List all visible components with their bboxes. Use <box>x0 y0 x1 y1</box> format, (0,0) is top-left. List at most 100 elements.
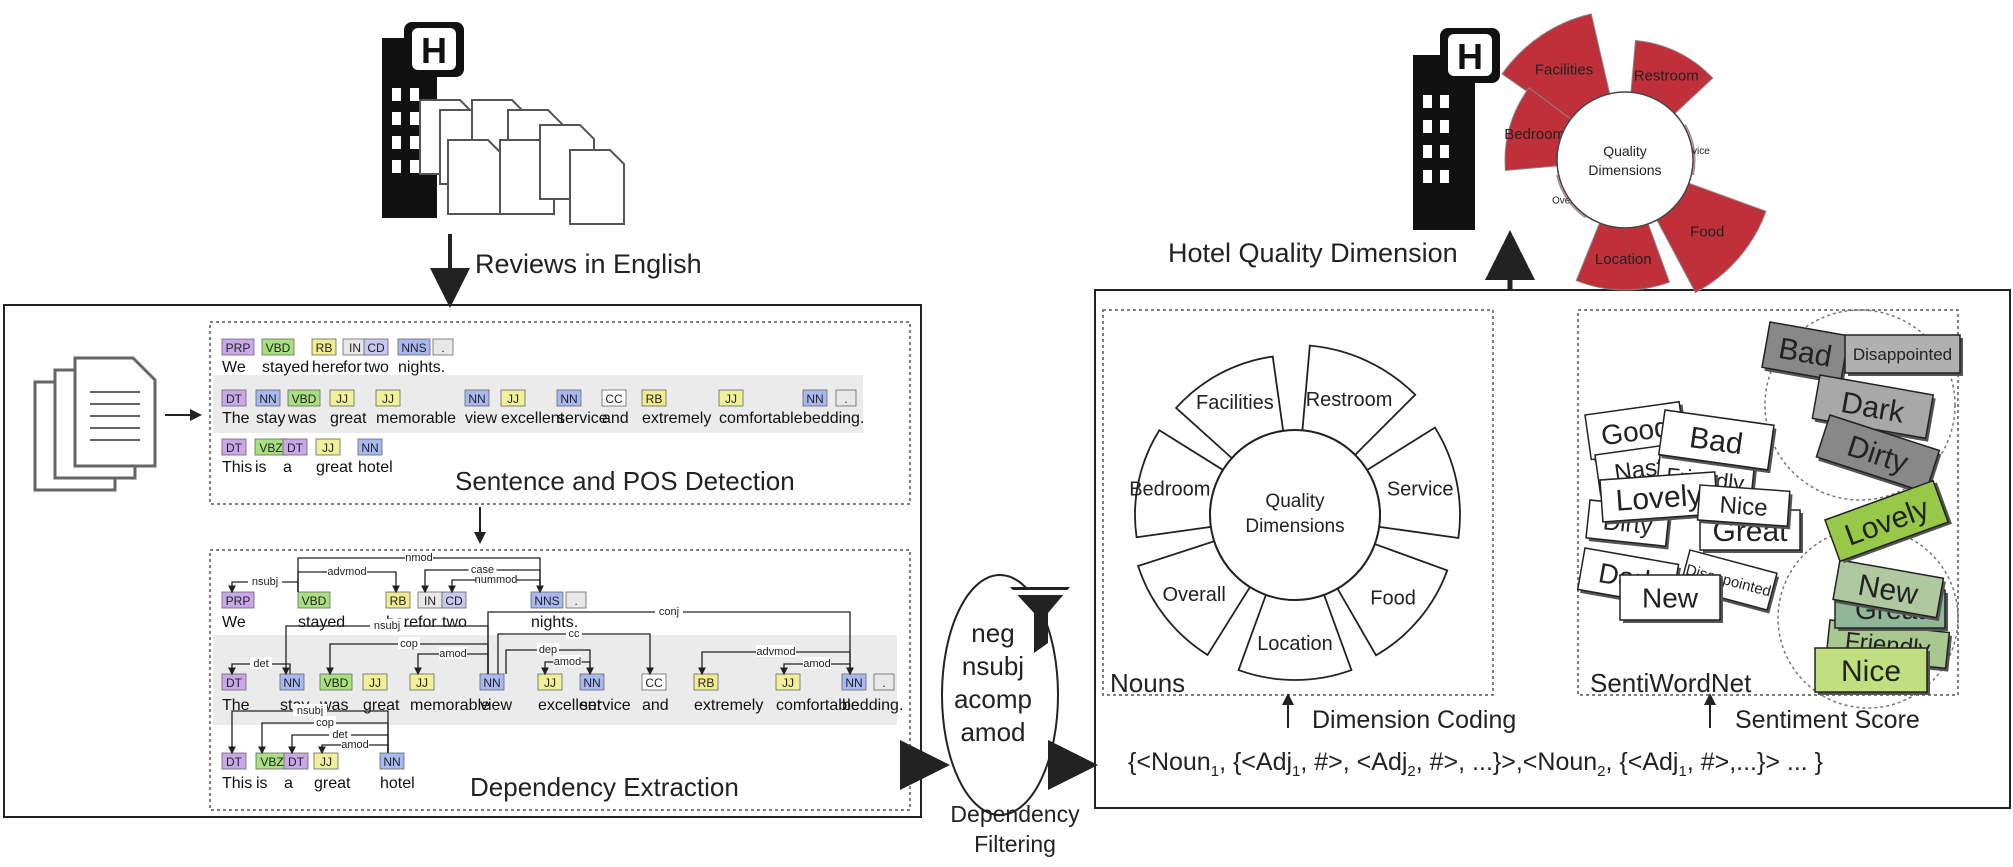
filter-ellipse <box>941 574 1059 816</box>
dependency-label: advmod <box>756 646 795 658</box>
sentence-pos-label: Sentence and POS Detection <box>455 466 795 496</box>
dimension-label: Restroom <box>1306 389 1393 411</box>
dep-tag-label: . <box>882 676 885 690</box>
svg-text:H: H <box>421 30 447 71</box>
sentiment-word-card: Lovely <box>1824 479 1952 564</box>
word-token: view <box>480 697 512 714</box>
filter-term: nsubj <box>962 651 1024 681</box>
word-token: bedding. <box>803 410 864 427</box>
pos-tag-label: DT <box>226 392 243 406</box>
dimension-label: Food <box>1370 587 1416 609</box>
card-face <box>1696 484 1791 527</box>
sentiment-word-card: Lovely <box>1599 471 1721 525</box>
quality-hub-label: Dimensions <box>1588 162 1661 178</box>
positive-cluster <box>1777 527 1959 709</box>
pos-tag <box>221 438 247 456</box>
dependency-label: nmod <box>405 552 433 564</box>
sentiment-word: Bad <box>1687 421 1744 461</box>
word-token: stayed <box>262 359 309 376</box>
pos-tag-label: VBD <box>266 341 291 355</box>
pos-tag-label: CC <box>605 392 623 406</box>
word-token: We <box>222 359 246 376</box>
word-token: extremely <box>694 697 763 714</box>
word-token: excellent <box>538 697 602 714</box>
hotel-building-icon-2: H <box>1413 28 1500 230</box>
word-token: great <box>316 459 353 476</box>
dep-tag-label: PRP <box>226 594 251 608</box>
word-token: service <box>557 410 608 427</box>
dependency-label: nsubj <box>252 576 278 588</box>
card-face <box>1679 549 1778 611</box>
pos-tag <box>718 389 744 407</box>
pos-tag-label: JJ <box>725 392 737 406</box>
pos-tag <box>261 338 295 356</box>
quality-sector-label: Overall <box>1552 196 1584 207</box>
word-token: memorable <box>410 697 490 714</box>
word-token: nights. <box>398 359 445 376</box>
pos-tag-label: . <box>844 392 847 406</box>
word-token: comfortable <box>719 410 803 427</box>
pos-tag-label: NNS <box>401 341 426 355</box>
dep-tag-label: VBZ <box>260 755 283 769</box>
word-token: for <box>343 359 362 376</box>
quality-sector-label: Location <box>1595 251 1652 268</box>
pos-tag <box>282 438 308 456</box>
dependency-label: cop <box>316 717 334 729</box>
dependency-label-bg <box>329 728 351 740</box>
funnel-icon <box>1010 587 1070 653</box>
quality-hub <box>1556 91 1694 229</box>
pos-tag-label: CD <box>367 341 385 355</box>
pos-tag <box>556 389 582 407</box>
svg-text:H: H <box>1457 36 1483 77</box>
quality-sector-label: Service <box>1676 146 1710 157</box>
quality-sector-label: Food <box>1690 224 1724 241</box>
dimension-label: Overall <box>1162 584 1225 606</box>
dimension-label: Bedroom <box>1129 478 1210 500</box>
dimension-label: Location <box>1257 633 1333 655</box>
dep-tag <box>362 673 388 691</box>
dependency-label-bg <box>803 657 831 669</box>
dep-tag-label: JJ <box>544 676 556 690</box>
dep-tag <box>873 673 895 691</box>
quality-wheel-colored: FacilitiesRestroomServiceFoodLocationOve… <box>1501 13 1767 294</box>
pos-tag-label: DT <box>226 441 243 455</box>
sentiment-word-card: Disappointed <box>1844 334 1963 376</box>
dep-tag-label: IN <box>424 594 436 608</box>
dep-tag-label: NN <box>383 755 400 769</box>
pos-tag <box>500 389 526 407</box>
word-token: The <box>222 697 250 714</box>
word-token: and <box>642 697 669 714</box>
pos-tag-label: NN <box>259 392 276 406</box>
dependency-box <box>209 549 911 811</box>
word-token: two <box>442 614 467 631</box>
dependency-label-bg <box>537 643 559 655</box>
dep-tag <box>530 591 564 609</box>
dependency-label-bg <box>341 738 369 750</box>
card-face <box>1824 479 1950 563</box>
documents-icon <box>33 356 157 492</box>
dependency-label: amod <box>439 648 467 660</box>
sentiment-word-card: Dark <box>1811 374 1936 442</box>
dep-tag <box>565 591 587 609</box>
pos-tag <box>375 389 401 407</box>
filter-term: acomp <box>954 684 1032 714</box>
dependency-label: nummod <box>475 574 518 586</box>
dep-tag-label: DT <box>226 676 243 690</box>
pos-tag-label: VBD <box>292 392 317 406</box>
pos-tag <box>363 338 389 356</box>
dependency-label: nsubj <box>374 620 400 632</box>
filter-term: amod <box>960 717 1025 747</box>
dep-tag-label: JJ <box>369 676 381 690</box>
word-token: This <box>222 459 252 476</box>
sentiment-word-card: New <box>1619 574 1723 623</box>
pos-tag <box>601 389 627 407</box>
word-token: hotel <box>380 775 415 792</box>
pos-tag <box>329 389 355 407</box>
word-token: bedding. <box>842 697 903 714</box>
word-token: is <box>255 459 267 476</box>
dependency-label-bg <box>655 605 683 617</box>
word-token: is <box>256 775 268 792</box>
card-face <box>1657 409 1775 471</box>
nouns-label: Nouns <box>1110 668 1185 698</box>
